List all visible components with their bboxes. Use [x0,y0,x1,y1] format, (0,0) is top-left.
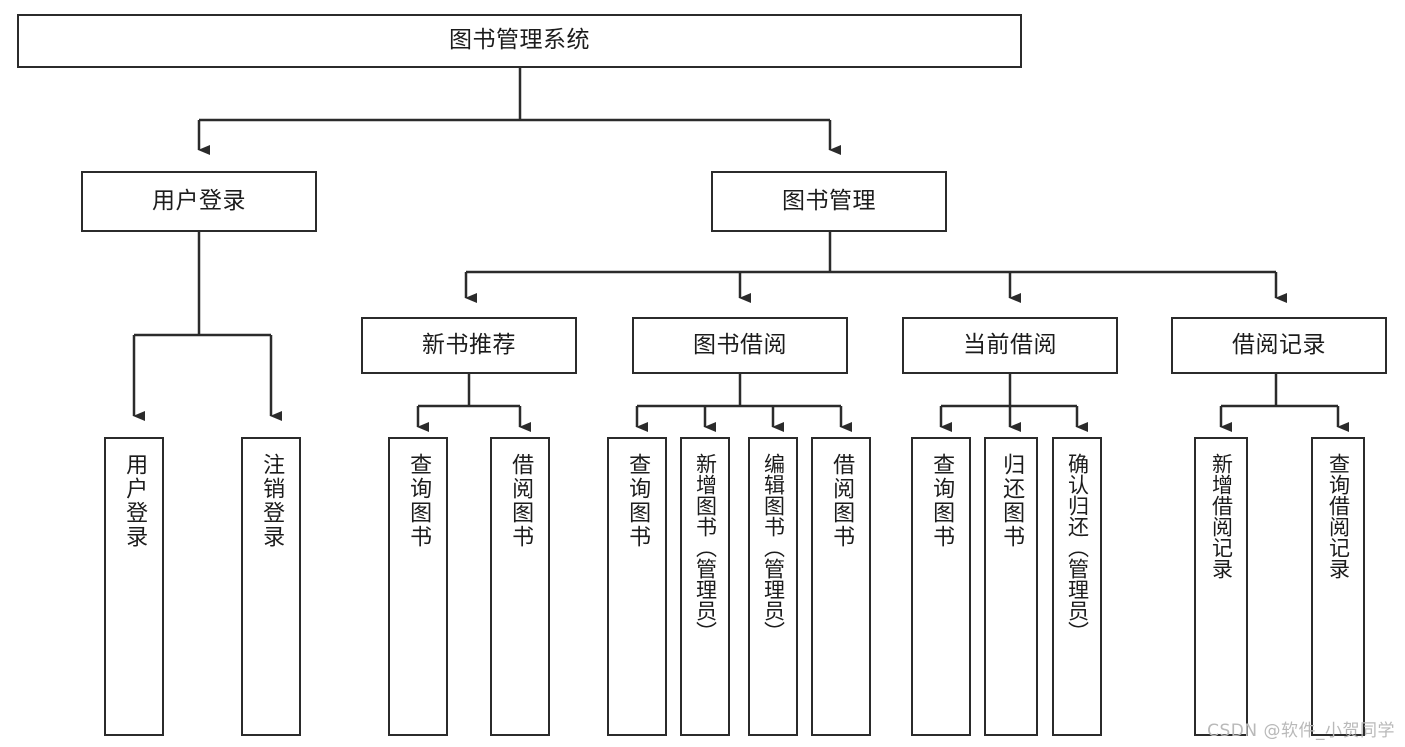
node-leaf-add-record-label: 新增借阅记录 [1209,453,1234,579]
node-current-borrow-label: 当前借阅 [963,331,1057,358]
node-borrow-record[interactable]: 借阅记录 [1171,317,1387,374]
node-leaf-query-record-label: 查询借阅记录 [1326,453,1351,579]
node-leaf-borrow-book-1-label: 借阅图书 [508,453,534,549]
node-leaf-confirm-return-label: 确认归还（管理员） [1065,453,1090,642]
node-new-book-recommend[interactable]: 新书推荐 [361,317,577,374]
node-leaf-query-book-1-label: 查询图书 [406,453,432,549]
node-leaf-query-book-2[interactable]: 查询图书 [607,437,667,736]
node-book-management-label: 图书管理 [782,187,876,214]
node-leaf-query-book-3[interactable]: 查询图书 [911,437,971,736]
node-leaf-edit-book-label: 编辑图书（管理员） [761,453,786,642]
node-leaf-borrow-book-1[interactable]: 借阅图书 [490,437,550,736]
node-leaf-return-book[interactable]: 归还图书 [984,437,1038,736]
node-book-borrow[interactable]: 图书借阅 [632,317,848,374]
node-new-book-recommend-label: 新书推荐 [422,331,516,358]
node-leaf-add-record[interactable]: 新增借阅记录 [1194,437,1248,736]
node-leaf-add-book[interactable]: 新增图书（管理员） [680,437,730,736]
node-leaf-user-login[interactable]: 用户登录 [104,437,164,736]
node-leaf-add-book-label: 新增图书（管理员） [693,453,718,642]
node-leaf-query-record[interactable]: 查询借阅记录 [1311,437,1365,736]
node-root-label: 图书管理系统 [449,27,590,54]
node-leaf-edit-book[interactable]: 编辑图书（管理员） [748,437,798,736]
csdn-watermark: CSDN @软件_小贺同学 [1207,721,1395,741]
node-leaf-return-book-label: 归还图书 [999,453,1025,549]
node-leaf-confirm-return[interactable]: 确认归还（管理员） [1052,437,1102,736]
node-leaf-borrow-book-2[interactable]: 借阅图书 [811,437,871,736]
node-borrow-record-label: 借阅记录 [1232,331,1326,358]
node-root[interactable]: 图书管理系统 [17,14,1022,68]
node-leaf-query-book-2-label: 查询图书 [625,453,651,549]
node-leaf-borrow-book-2-label: 借阅图书 [829,453,855,549]
node-book-management[interactable]: 图书管理 [711,171,947,232]
node-current-borrow[interactable]: 当前借阅 [902,317,1118,374]
node-user-login[interactable]: 用户登录 [81,171,317,232]
node-leaf-user-logout[interactable]: 注销登录 [241,437,301,736]
node-leaf-user-logout-label: 注销登录 [259,453,285,549]
node-leaf-query-book-3-label: 查询图书 [929,453,955,549]
node-leaf-user-login-label: 用户登录 [122,453,148,549]
node-book-borrow-label: 图书借阅 [693,331,787,358]
node-user-login-label: 用户登录 [152,187,246,214]
node-leaf-query-book-1[interactable]: 查询图书 [388,437,448,736]
